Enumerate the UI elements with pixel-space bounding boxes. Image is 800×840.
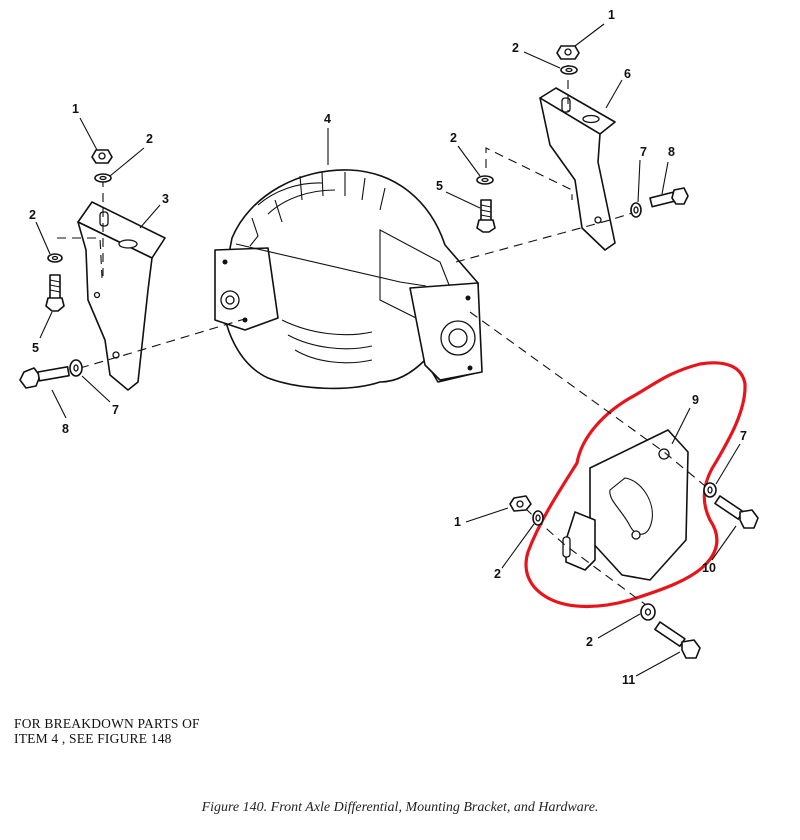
figure-caption: Figure 140. Front Axle Differential, Mou… [201, 800, 599, 815]
differential-housing [214, 169, 483, 390]
washer-bottom [640, 603, 656, 621]
callout-7-left: 7 [112, 403, 119, 417]
breakdown-note-line-1: FOR BREAKDOWN PARTS OF [14, 716, 200, 731]
callout-4: 4 [324, 112, 331, 126]
callout-9: 9 [692, 393, 699, 407]
callout-11: 11 [622, 673, 635, 687]
callout-2-left: 2 [146, 132, 153, 146]
washer-lower [532, 510, 544, 526]
callout-7-mid: 7 [640, 145, 647, 159]
bolt-bottom [654, 621, 701, 659]
callout-8-mid: 8 [668, 145, 675, 159]
breakdown-note: FOR BREAKDOWN PARTS OF ITEM 4 , SEE FIGU… [14, 716, 200, 746]
callout-7-right: 7 [740, 429, 747, 443]
bolt-left-vertical [45, 274, 65, 312]
callout-6: 6 [624, 67, 631, 81]
lower-mounting-bracket [562, 429, 689, 581]
bolt-right-lower [714, 495, 759, 529]
callout-1-top: 1 [608, 8, 615, 22]
callout-5-left: 5 [32, 341, 39, 355]
highlight-outline [524, 361, 747, 609]
breakdown-note-line-2: ITEM 4 , SEE FIGURE 148 [14, 731, 172, 746]
callout-5-mid: 5 [436, 179, 443, 193]
callout-2-mid: 2 [450, 131, 457, 145]
callout-1-left: 1 [72, 102, 79, 116]
washer-right-lower [703, 482, 717, 498]
nut-left-top [91, 149, 113, 164]
bolt-left-horizontal [19, 365, 70, 389]
callout-1-low: 1 [454, 515, 461, 529]
callout-2-low: 2 [494, 567, 501, 581]
callout-2-top: 2 [512, 41, 519, 55]
washer-left-mid [47, 253, 63, 263]
callout-8-left: 8 [62, 422, 69, 436]
nut-lower [509, 495, 532, 512]
callout-2-bottom: 2 [586, 635, 593, 649]
washer-left-top [94, 173, 112, 183]
bolt-mid-vertical [476, 199, 496, 233]
bolt-right-mid [649, 187, 689, 208]
callout-3: 3 [162, 192, 169, 206]
washer-right-mid [630, 202, 642, 218]
callout-2-left-b: 2 [29, 208, 36, 222]
washer-left-low [69, 359, 83, 377]
nut-top-right [556, 45, 580, 60]
left-mounting-bracket [77, 201, 166, 391]
callout-10: 10 [702, 561, 716, 575]
washer-top-right [560, 65, 578, 75]
right-upper-mounting-bracket [539, 87, 616, 251]
washer-mid [476, 175, 494, 185]
